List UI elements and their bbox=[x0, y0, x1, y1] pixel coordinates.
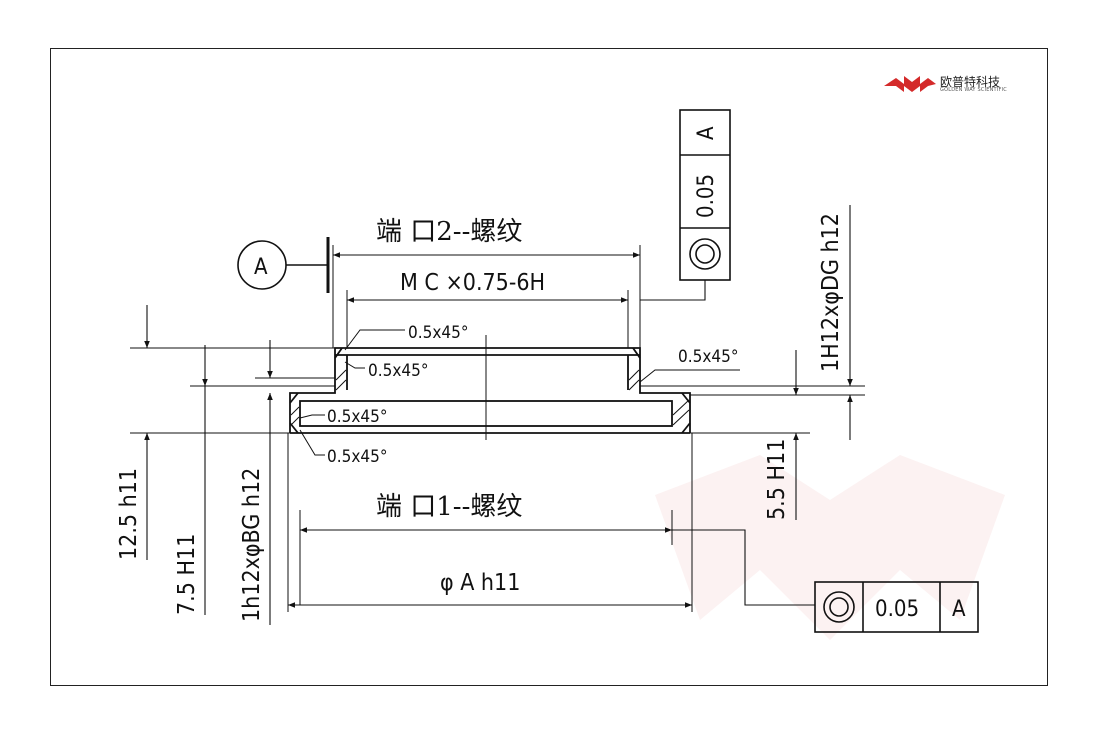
port2-title: 端 口2--螺纹 bbox=[376, 217, 522, 247]
dim-5-5-label: 5.5 H11 bbox=[764, 439, 790, 520]
chamfer-label-2: 0.5x45° bbox=[368, 361, 428, 381]
drawing-frame bbox=[50, 48, 1048, 686]
chamfer-label-4: 0.5x45° bbox=[327, 407, 387, 427]
dimension-lines bbox=[144, 205, 853, 625]
datum-a-letter: A bbox=[254, 255, 268, 280]
logo-mark-icon bbox=[884, 76, 936, 92]
chamfer-label-5: 0.5x45° bbox=[327, 447, 387, 467]
logo-name-en: GOLDEN WAY SCIENTIFIC bbox=[940, 87, 1007, 93]
tolerance-frame-bottom bbox=[672, 529, 979, 633]
bottom-frame-value: 0.05 bbox=[875, 597, 919, 622]
diameter-a-label: φ A h11 bbox=[440, 570, 520, 596]
chamfer-leaders bbox=[299, 329, 740, 456]
tolerance-frame-top bbox=[640, 109, 731, 301]
top-frame-value: 0.05 bbox=[694, 174, 719, 218]
datum-a bbox=[237, 237, 330, 293]
dim-12-5-label: 12.5 h11 bbox=[116, 468, 142, 560]
port1-title: 端 口1--螺纹 bbox=[376, 492, 522, 522]
section-hatching bbox=[290, 369, 690, 426]
port2-thread-label: M C ×0.75-6H bbox=[400, 270, 545, 296]
chamfer-label-3: 0.5x45° bbox=[678, 347, 738, 367]
dim-dg-label: 1H12xφDG h12 bbox=[818, 213, 844, 372]
dim-7-5-label: 7.5 H11 bbox=[174, 534, 200, 615]
dim-bg-label: 1h12xφBG h12 bbox=[239, 468, 265, 622]
extension-lines bbox=[130, 245, 865, 612]
chamfer-label-1: 0.5x45° bbox=[408, 323, 468, 343]
company-logo: 欧普特科技 GOLDEN WAY SCIENTIFIC bbox=[882, 72, 1022, 100]
watermark-logo bbox=[655, 455, 1005, 640]
top-frame-datum: A bbox=[694, 126, 719, 140]
logo-name-cn: 欧普特科技 bbox=[940, 75, 1001, 89]
bottom-frame-datum: A bbox=[952, 597, 966, 622]
